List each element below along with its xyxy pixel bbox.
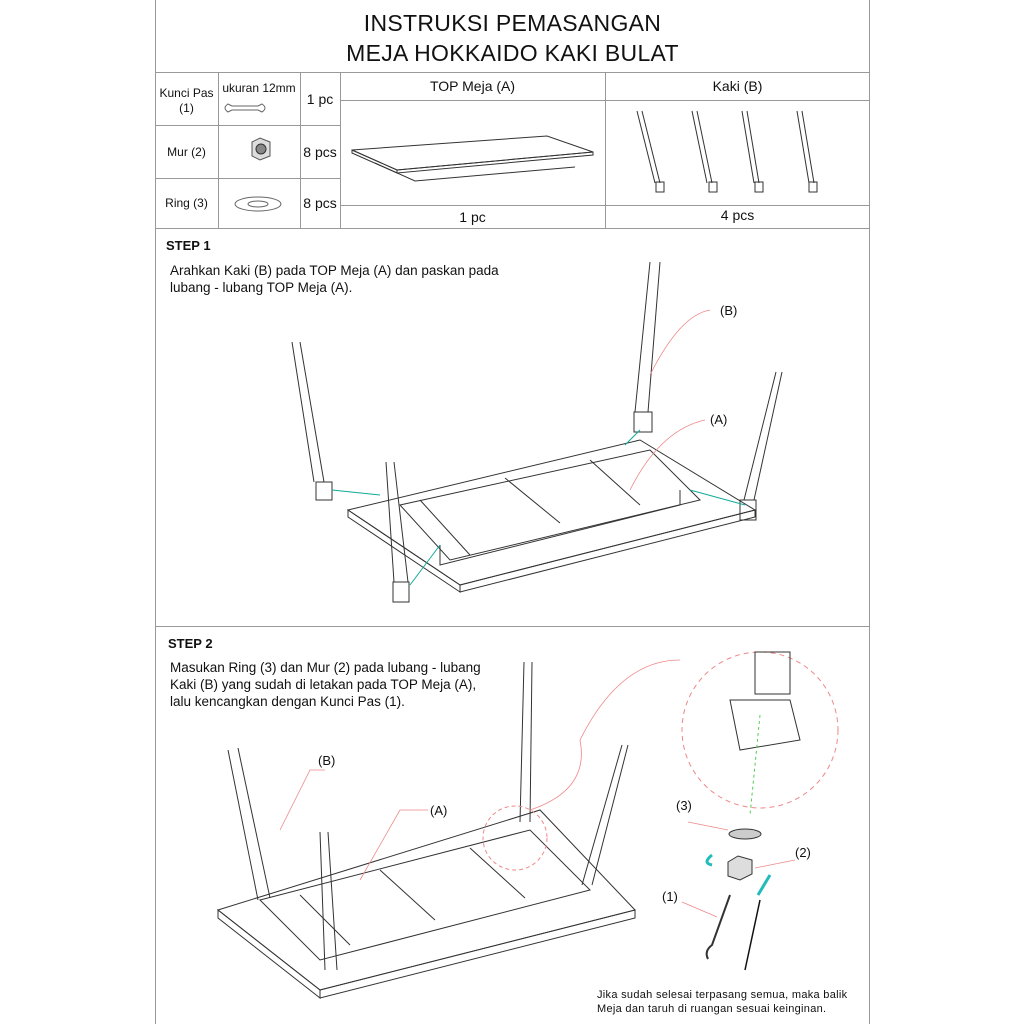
step2-label-a: (A) — [430, 803, 448, 818]
divider — [155, 626, 870, 627]
legs-drawing — [636, 110, 818, 193]
wrench-size: ukuran 12mm — [222, 81, 296, 95]
title-line-1: INSTRUKSI PEMASANGAN — [363, 10, 662, 36]
step2-label-3: (3) — [676, 798, 692, 813]
divider — [155, 125, 340, 126]
title-line-2: MEJA HOKKAIDO KAKI BULAT — [346, 40, 679, 66]
rotation-arrow-icon — [705, 853, 772, 896]
part-name-nut: Mur (2) — [167, 144, 206, 159]
step1-label-a: (A) — [710, 412, 728, 427]
step2-text-2: Kaki (B) yang sudah di letakan pada TOP … — [170, 677, 477, 692]
qty-ring: 8 pcs — [303, 195, 337, 211]
step1-text-1: Arahkan Kaki (B) pada TOP Meja (A) dan p… — [170, 263, 499, 278]
final-note-1: Jika sudah selesai terpasang semua, maka… — [597, 989, 848, 1001]
divider — [155, 72, 870, 73]
step2-label-b: (B) — [318, 753, 336, 768]
divider — [218, 72, 219, 228]
qty-nut: 8 pcs — [303, 143, 337, 160]
part-name-ring: Ring (3) — [165, 196, 208, 210]
divider — [340, 72, 341, 228]
washer-icon — [234, 196, 282, 212]
step2-label-1: (1) — [662, 889, 678, 904]
table-top-drawing — [351, 135, 594, 182]
divider — [300, 72, 301, 228]
step2-legs — [227, 661, 629, 971]
step2-text-1: Masukan Ring (3) dan Mur (2) pada lubang… — [170, 660, 481, 675]
qty-wrench: 1 pc — [306, 90, 334, 107]
detail-drawing — [729, 651, 801, 816]
divider — [155, 178, 340, 179]
hex-nut-icon — [251, 137, 271, 161]
final-note-2: Meja dan taruh di ruangan sesuai keingin… — [597, 1003, 827, 1015]
step1-label-b: (B) — [720, 303, 738, 318]
detail-zoom-circle — [681, 651, 839, 809]
step1-legs — [291, 261, 783, 603]
wrench-icon — [224, 103, 266, 113]
step1-table-drawing — [346, 439, 757, 593]
step2-label-2: (2) — [795, 845, 811, 860]
component-top-name: TOP Meja (A) — [429, 78, 516, 94]
divider — [155, 228, 870, 229]
instruction-sheet — [155, 0, 870, 1024]
step1-text-2: lubang - lubang TOP Meja (A). — [170, 280, 353, 295]
part-name-wrench: Kunci Pas (1) — [159, 86, 214, 115]
component-top-qty: 1 pc — [459, 209, 486, 225]
step2-table-drawing — [216, 809, 636, 1000]
step1-heading: STEP 1 — [166, 238, 211, 253]
component-leg-qty: 4 pcs — [720, 207, 755, 223]
divider — [605, 72, 606, 228]
wrench-icon — [705, 894, 731, 960]
step2-heading: STEP 2 — [168, 636, 213, 651]
step2-text-3: lalu kencangkan dengan Kunci Pas (1). — [170, 694, 405, 709]
hex-nut-icon — [727, 855, 753, 881]
washer-icon — [728, 828, 762, 840]
arrow-icon — [744, 899, 761, 971]
component-leg-name: Kaki (B) — [712, 78, 763, 94]
